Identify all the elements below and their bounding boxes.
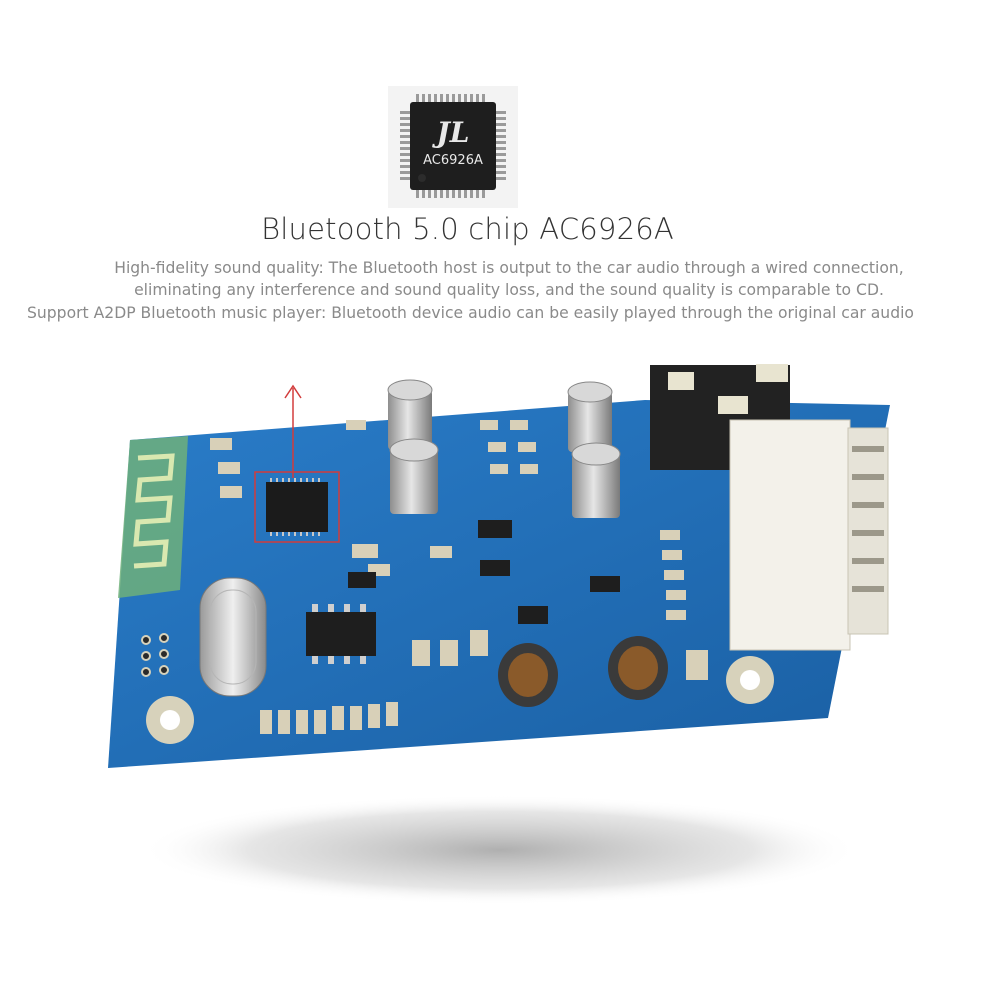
chip-svg: JL AC6926A	[400, 94, 506, 198]
description-line-3: Support A2DP Bluetooth music player: Blu…	[27, 304, 914, 322]
antenna-area	[118, 436, 188, 598]
chip-body	[410, 102, 496, 190]
crystal-oscillator	[199, 577, 267, 697]
amplifier-ic	[306, 612, 376, 656]
onboard-chip	[266, 482, 328, 532]
headline: Bluetooth 5.0 chip AC6926A	[261, 212, 674, 246]
arrow-head-icon	[284, 384, 302, 399]
chip-pins	[400, 94, 506, 198]
chip-image: JL AC6926A	[388, 86, 518, 208]
description-line-1: High-fidelity sound quality: The Bluetoo…	[114, 259, 904, 277]
chip-model: AC6926A	[423, 153, 483, 168]
header-holes	[141, 633, 169, 677]
board-shadow	[140, 795, 860, 905]
onboard-chip-pins	[270, 478, 320, 536]
description-line-2: eliminating any interference and sound q…	[134, 281, 884, 299]
chip-highlight-box	[254, 471, 340, 543]
connector-housing	[729, 419, 851, 651]
chip-pin1-dot	[418, 174, 426, 182]
chip-logo: JL	[432, 116, 470, 149]
connector-pins	[852, 446, 884, 592]
transistors	[348, 520, 620, 624]
pcb-board-image	[100, 350, 900, 950]
inductors	[498, 636, 668, 707]
antenna-trace	[133, 453, 175, 569]
electrolytic-capacitors	[387, 379, 621, 518]
pcb-svg	[108, 364, 890, 905]
